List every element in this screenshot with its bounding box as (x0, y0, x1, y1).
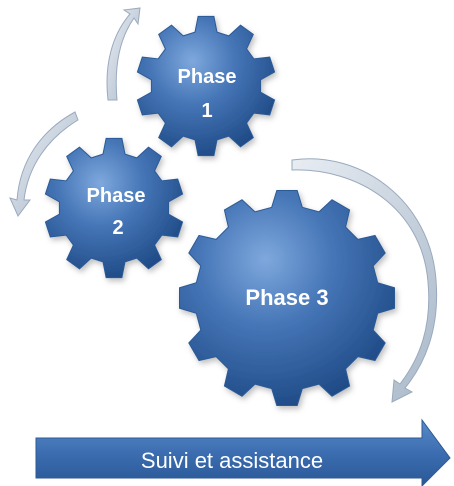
gear-icon (136, 15, 276, 157)
gear-phase-1 (136, 15, 276, 157)
phase-2-label-line1: Phase (87, 185, 146, 207)
gear-icon (44, 137, 184, 279)
arrow-around-phase3-icon (291, 158, 438, 403)
phase-3-label: Phase 3 (245, 285, 328, 310)
footer-arrow-bar: Suivi et assistance (35, 418, 451, 486)
footer-label: Suivi et assistance (141, 448, 323, 473)
gear-icon (179, 190, 395, 406)
gear-phase-2 (44, 137, 184, 279)
right-arrow-icon (35, 418, 451, 486)
arrow-up-icon (106, 7, 141, 101)
arrow-down-left-icon (9, 111, 79, 217)
phase-1-label-line2: 1 (201, 100, 212, 122)
phase-1-label-line1: Phase (178, 66, 237, 88)
cycle-arrows (9, 7, 438, 403)
phase-2-label-line2: 2 (112, 217, 123, 239)
gear-phase-3 (179, 190, 395, 406)
